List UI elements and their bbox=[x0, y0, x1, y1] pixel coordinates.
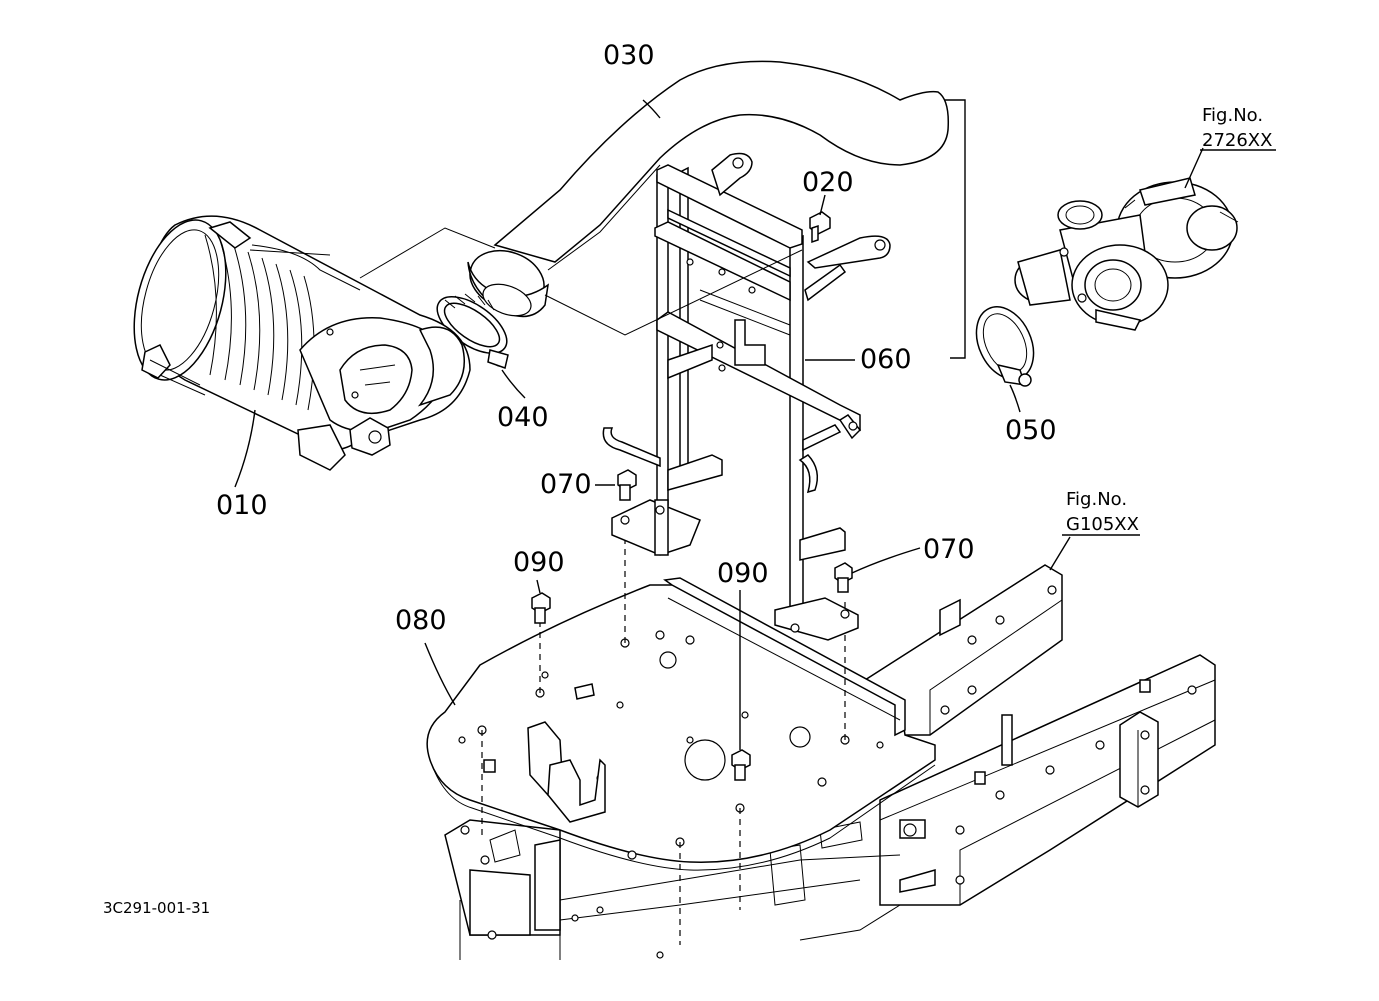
fig-number: G105XX bbox=[1066, 514, 1139, 535]
callout-070: 070 bbox=[540, 469, 592, 500]
callout-020: 020 bbox=[802, 167, 854, 198]
intake-hose bbox=[467, 60, 950, 318]
fig-caption: Fig.No. bbox=[1202, 105, 1263, 126]
callout-030: 030 bbox=[603, 40, 655, 71]
leader-lines bbox=[234, 99, 1204, 750]
frame-assembly bbox=[864, 564, 1216, 906]
figure-ref-turbo: Fig.No. 2726XX bbox=[1200, 105, 1276, 151]
callout-010: 010 bbox=[216, 490, 268, 521]
diagram-code: 3C291-001-31 bbox=[103, 899, 210, 917]
callout-050: 050 bbox=[1005, 415, 1057, 446]
floor-plate bbox=[426, 577, 936, 871]
figure-ref-frame: Fig.No. G105XX bbox=[1062, 489, 1140, 536]
callout-090: 090 bbox=[717, 558, 769, 589]
callout-labels: 030 020 060 040 050 010 070 070 090 090 … bbox=[216, 40, 1057, 636]
hose-clamp-040 bbox=[436, 293, 509, 369]
fig-number: 2726XX bbox=[1202, 130, 1272, 151]
hose-clamp-050 bbox=[975, 306, 1035, 387]
lower-base bbox=[444, 819, 901, 960]
callout-060: 060 bbox=[860, 344, 912, 375]
turbocharger bbox=[1014, 177, 1239, 331]
callout-070: 070 bbox=[923, 534, 975, 565]
callout-080: 080 bbox=[395, 605, 447, 636]
callout-040: 040 bbox=[497, 402, 549, 433]
air-cleaner bbox=[133, 215, 471, 471]
fig-caption: Fig.No. bbox=[1066, 489, 1127, 510]
callout-090: 090 bbox=[513, 547, 565, 578]
bolts bbox=[531, 211, 853, 781]
stand-frame bbox=[602, 152, 891, 641]
